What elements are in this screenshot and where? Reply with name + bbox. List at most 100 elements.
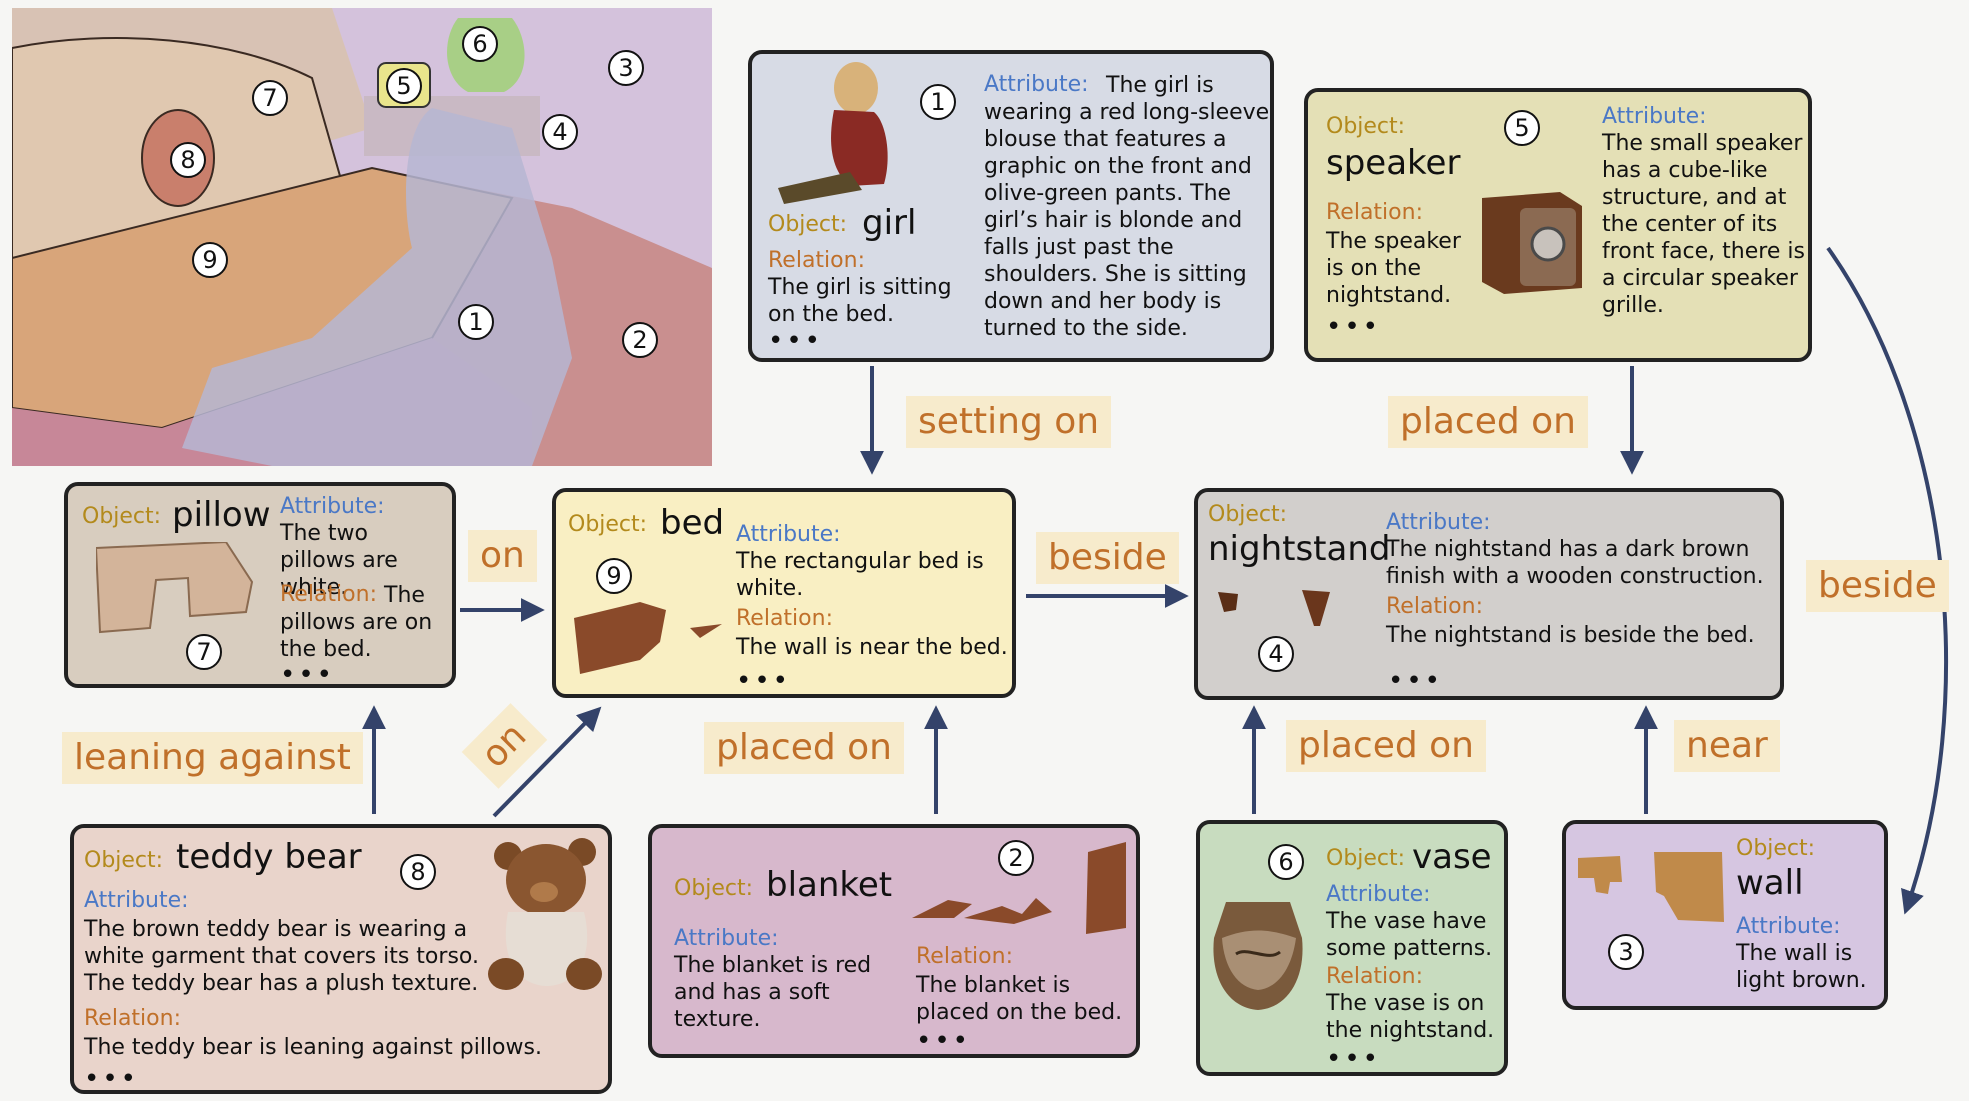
scene-marker-3: 3: [608, 50, 644, 86]
wall-attribute-label: Attribute:: [1736, 914, 1841, 939]
speaker-more: •••: [1326, 312, 1382, 342]
bed-attribute-label: Attribute:: [736, 522, 841, 547]
nightstand-object-name: nightstand: [1208, 529, 1391, 569]
bed-more: •••: [736, 666, 792, 696]
node-girl: 1 Object: girl Relation: The girl is sit…: [748, 50, 1274, 362]
scene-marker-1: 1: [458, 304, 494, 340]
teddy-image: [488, 838, 602, 990]
girl-attribute-text: The girl is wearing a red long-sleeve bl…: [984, 73, 1270, 341]
girl-number: 1: [920, 84, 956, 120]
scene-marker-9: 9: [192, 242, 228, 278]
teddy-relation-label: Relation:: [84, 1006, 181, 1031]
vase-more: •••: [1326, 1044, 1382, 1074]
edge-label-near: near: [1674, 720, 1780, 772]
pillow-image: [96, 542, 254, 634]
nightstand-image: [1218, 590, 1330, 626]
blanket-relation-label: Relation:: [916, 944, 1013, 969]
bed-object-name: bed: [660, 503, 725, 543]
node-bed: Object: bed 9 Attribute: The rectangular…: [552, 488, 1016, 698]
wall-object-name: wall: [1736, 863, 1804, 903]
teddy-object-label: Object:: [84, 848, 164, 873]
edge-label-setting-on: setting on: [906, 396, 1112, 448]
vase-attribute-label: Attribute:: [1326, 882, 1431, 907]
speaker-attribute-label: Attribute:: [1602, 104, 1707, 129]
vase-image: [1213, 902, 1303, 1010]
pillow-relation-text: The pillows are on the bed.: [280, 583, 433, 662]
nightstand-number: 4: [1258, 636, 1294, 672]
girl-relation-text: The girl is sitting on the bed.: [768, 275, 952, 327]
blanket-attribute-label: Attribute:: [674, 926, 779, 951]
scene-marker-4: 4: [542, 114, 578, 150]
scene-marker-2: 2: [622, 322, 658, 358]
girl-relation-label: Relation:: [768, 248, 865, 273]
node-wall: 3 Object: wall Attribute: The wall is li…: [1562, 820, 1888, 1010]
speaker-attribute-text: The small speaker has a cube-like struct…: [1602, 131, 1805, 318]
bed-number: 9: [596, 558, 632, 594]
speaker-image: [1482, 192, 1582, 294]
speaker-relation-text: The speaker is on the nightstand.: [1326, 229, 1461, 308]
blanket-object-label: Object:: [674, 876, 754, 901]
bed-relation-text: The wall is near the bed.: [736, 635, 1008, 660]
edge-label-beside-bed: beside: [1036, 532, 1179, 584]
wall-number: 3: [1608, 934, 1644, 970]
teddy-more: •••: [84, 1064, 140, 1094]
node-blanket: Object: blanket 2 Attribute: The blanket…: [648, 824, 1140, 1058]
bed-image: [574, 602, 722, 674]
bed-relation-label: Relation:: [736, 606, 833, 631]
nightstand-more: •••: [1388, 666, 1444, 696]
scene-marker-7: 7: [252, 80, 288, 116]
scene-marker-6: 6: [462, 26, 498, 62]
girl-object-label: Object:: [768, 212, 848, 237]
speaker-relation-label: Relation:: [1326, 200, 1423, 225]
nightstand-attribute-label: Attribute:: [1386, 510, 1491, 535]
node-speaker: Object: speaker 5 Relation: The speaker …: [1304, 88, 1812, 362]
edge-label-placed-on-blanket: placed on: [704, 722, 904, 774]
node-nightstand: Object: nightstand 4 Attribute: The nigh…: [1194, 488, 1784, 700]
teddy-attribute-label: Attribute:: [84, 888, 189, 913]
girl-more: •••: [768, 326, 824, 356]
vase-object-label: Object:: [1326, 846, 1406, 871]
nightstand-attribute-text: The nightstand has a dark brown finish w…: [1386, 537, 1764, 589]
teddy-object-name: teddy bear: [176, 837, 362, 877]
nightstand-object-label: Object:: [1208, 502, 1288, 527]
vase-relation-label: Relation:: [1326, 964, 1423, 989]
vase-object-name: vase: [1412, 837, 1492, 877]
nightstand-relation-text: The nightstand is beside the bed.: [1386, 623, 1755, 648]
node-pillow: Object: pillow 7 Attribute: The two pill…: [64, 482, 456, 688]
blanket-attribute-text: The blanket is red and has a soft textur…: [674, 953, 872, 1032]
teddy-number: 8: [400, 854, 436, 890]
blanket-number: 2: [998, 840, 1034, 876]
bed-attribute-text: The rectangular bed is white.: [736, 549, 984, 601]
vase-number: 6: [1268, 844, 1304, 880]
blanket-relation-text: The blanket is placed on the bed.: [916, 973, 1123, 1025]
scene-image: 1 2 3 4 5 6 7 8 9: [12, 8, 712, 466]
pillow-attribute-label: Attribute:: [280, 494, 385, 519]
scene-marker-8: 8: [170, 142, 206, 178]
pillow-attribute-text: The two pillows are white.: [280, 521, 398, 600]
edge-label-beside-wall: beside: [1806, 560, 1949, 612]
arrow-teddy-bed: [492, 706, 602, 818]
speaker-object-name: speaker: [1326, 143, 1461, 183]
pillow-number: 7: [186, 634, 222, 670]
edge-label-leaning-against: leaning against: [62, 732, 363, 784]
girl-object-name: girl: [862, 203, 917, 243]
edge-label-placed-on-speaker: placed on: [1388, 396, 1588, 448]
edge-label-on-pillow: on: [468, 530, 537, 582]
vase-attribute-text: The vase have some patterns.: [1326, 909, 1493, 961]
node-teddy-bear: Object: teddy bear 8 Attribute: The brow…: [70, 824, 612, 1094]
pillow-object-name: pillow: [172, 495, 271, 535]
wall-attribute-text: The wall is light brown.: [1736, 941, 1867, 993]
bed-object-label: Object:: [568, 512, 648, 537]
girl-image: [778, 62, 888, 204]
speaker-number: 5: [1504, 110, 1540, 146]
pillow-relation-label: Relation:: [280, 582, 377, 607]
teddy-relation-text: The teddy bear is leaning against pillow…: [84, 1035, 542, 1060]
vase-relation-text: The vase is on the nightstand.: [1326, 991, 1495, 1043]
teddy-attribute-text: The brown teddy bear is wearing a white …: [84, 917, 479, 996]
girl-attribute-label: Attribute:: [984, 72, 1089, 97]
edge-label-placed-on-vase: placed on: [1286, 720, 1486, 772]
node-vase: 6 Object: vase Attribute: The vase have …: [1196, 820, 1508, 1076]
nightstand-relation-label: Relation:: [1386, 594, 1483, 619]
scene-marker-5: 5: [386, 68, 422, 104]
pillow-more: •••: [280, 660, 336, 690]
